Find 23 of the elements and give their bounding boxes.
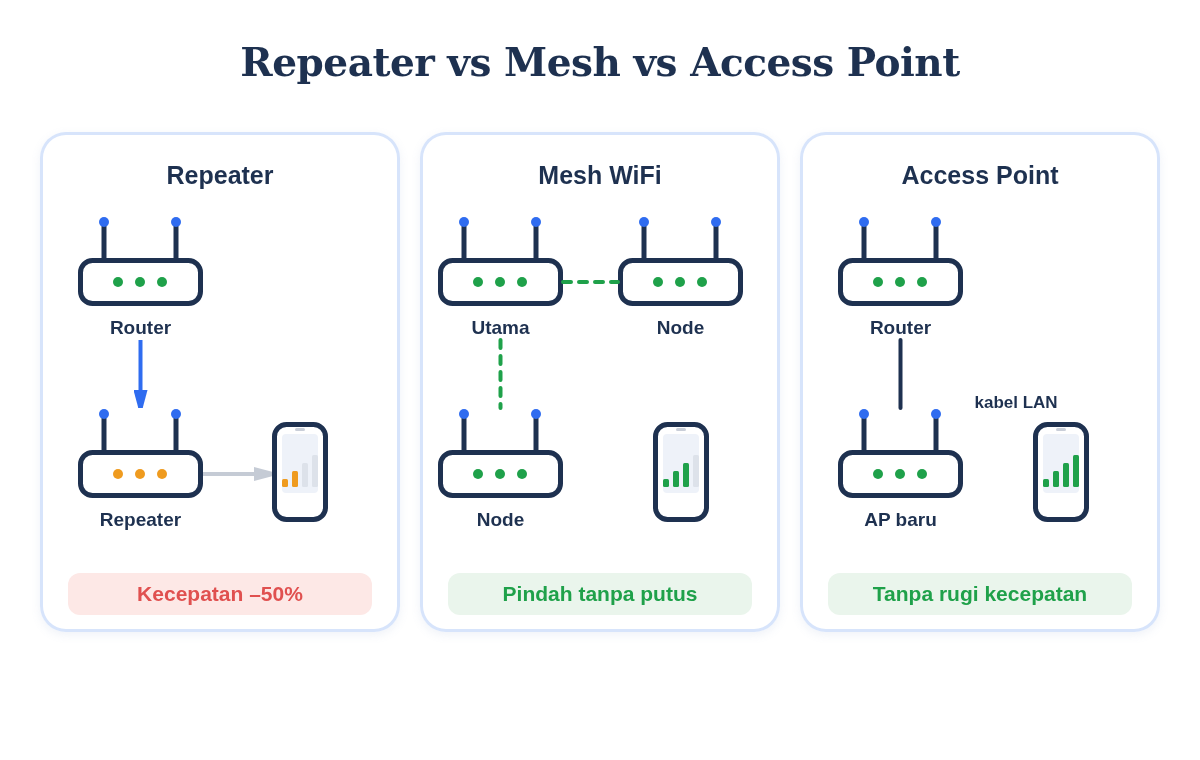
device-label: Repeater	[99, 508, 182, 532]
panel-heading: Access Point	[901, 160, 1059, 190]
dashed-link-line	[498, 338, 503, 410]
comparison-panel	[420, 132, 780, 632]
phone-icon	[1033, 422, 1089, 522]
cable-line	[898, 338, 903, 410]
status-banner: Kecepatan –50%	[68, 573, 372, 615]
status-banner: Pindah tanpa putus	[448, 573, 752, 615]
comparison-panel	[40, 132, 400, 632]
status-banner: Tanpa rugi kecepatan	[828, 573, 1132, 615]
device-label: Node	[656, 316, 705, 340]
panel-heading: Repeater	[166, 160, 274, 190]
phone-icon	[653, 422, 709, 522]
panel-heading: Mesh WiFi	[538, 160, 662, 190]
comparison-panel	[800, 132, 1160, 632]
device-label: AP baru	[864, 508, 937, 532]
dashed-link-line	[561, 280, 620, 284]
device-label: Utama	[471, 316, 530, 340]
phone-icon	[272, 422, 328, 522]
diagram-title: Repeater vs Mesh vs Access Point	[240, 39, 960, 85]
device-label: Node	[476, 508, 525, 532]
device-label: Router	[869, 316, 932, 340]
device-label: Router	[109, 316, 172, 340]
